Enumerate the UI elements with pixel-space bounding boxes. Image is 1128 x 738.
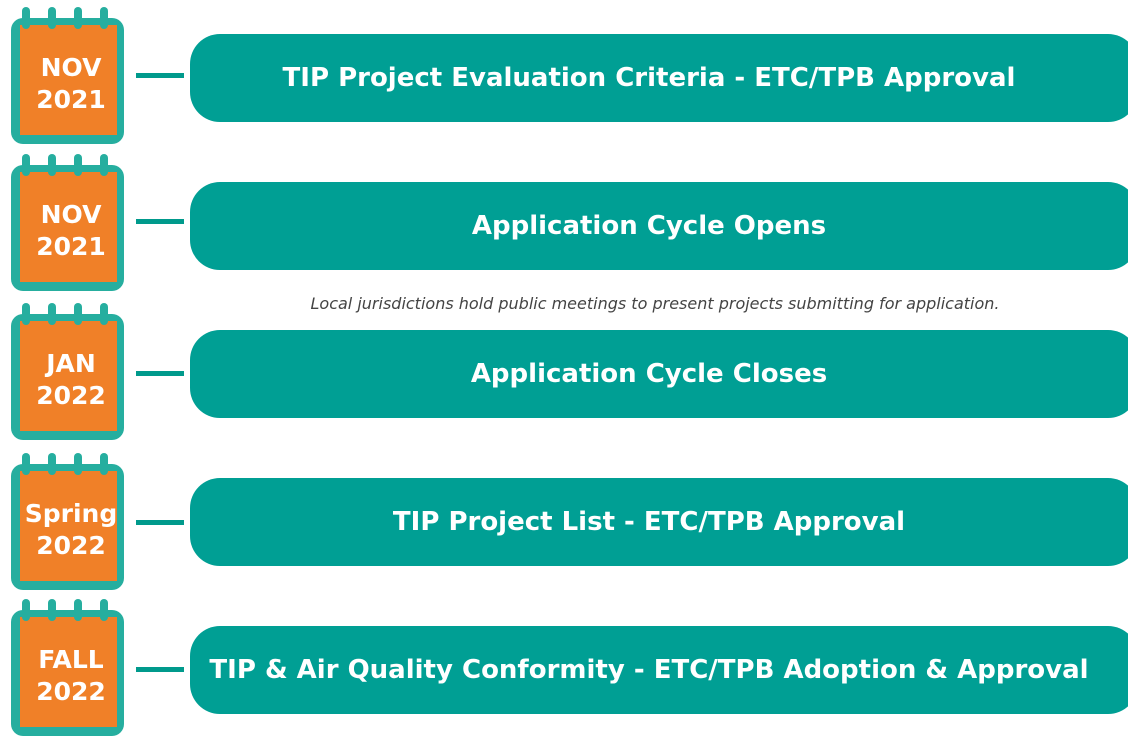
milestone-month: JAN <box>46 349 96 378</box>
connector-line <box>136 520 184 525</box>
milestone-month: Spring <box>24 499 118 528</box>
timeline-note: Local jurisdictions hold public meetings… <box>310 294 1000 313</box>
milestone-label: Application Cycle Closes <box>190 330 1128 418</box>
connector-line <box>136 73 184 78</box>
milestone-label: TIP Project Evaluation Criteria - ETC/TP… <box>190 34 1128 122</box>
milestone-year: 2022 <box>36 381 106 410</box>
milestone-label: TIP & Air Quality Conformity - ETC/TPB A… <box>190 626 1128 714</box>
milestone-year: 2022 <box>36 531 106 560</box>
milestone-month: NOV <box>40 200 102 229</box>
connector-line <box>136 667 184 672</box>
milestone-year: 2021 <box>36 232 106 261</box>
connector-line <box>136 371 184 376</box>
milestone-year: 2022 <box>36 677 106 706</box>
milestone-year: 2021 <box>36 85 106 114</box>
milestone-month: NOV <box>40 53 102 82</box>
connector-line <box>136 219 184 224</box>
milestone-month: FALL <box>38 645 104 674</box>
milestone-label: Application Cycle Opens <box>190 182 1128 270</box>
milestone-label: TIP Project List - ETC/TPB Approval <box>190 478 1128 566</box>
